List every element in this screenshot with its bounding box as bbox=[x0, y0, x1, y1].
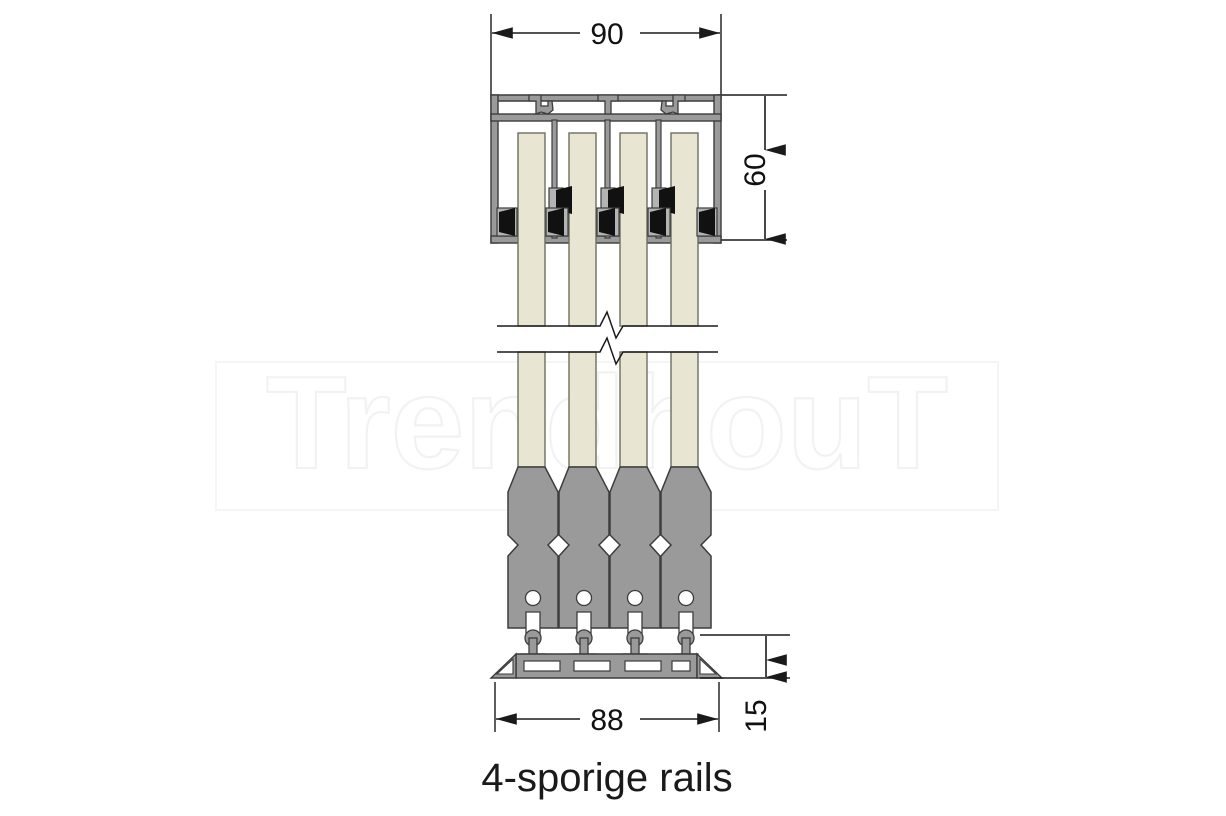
panel-4 bbox=[670, 132, 699, 468]
break-line bbox=[497, 310, 718, 366]
dimension-width-bottom: 88 bbox=[494, 682, 720, 737]
carrier-3 bbox=[609, 466, 661, 634]
watermark: TrendhouT bbox=[215, 348, 999, 511]
roller-lower-3 bbox=[647, 207, 671, 237]
drawing-caption: 4-sporige rails bbox=[481, 756, 732, 800]
dimension-label-90: 90 bbox=[590, 18, 623, 51]
carrier-4 bbox=[660, 466, 712, 634]
carrier-hole-3 bbox=[626, 589, 644, 607]
top-rail-hook-right bbox=[660, 94, 686, 115]
roller-assembly-group bbox=[496, 186, 718, 237]
carrier-hole-4 bbox=[677, 589, 695, 607]
carrier-group bbox=[507, 466, 712, 634]
top-rail-rib-2 bbox=[604, 119, 611, 239]
top-rail-hook-left bbox=[528, 94, 554, 115]
dimension-height-bottom-rail: 15 bbox=[700, 634, 790, 733]
dimension-label-15: 15 bbox=[740, 699, 773, 732]
roller-lower-1 bbox=[545, 207, 569, 237]
panel-2 bbox=[568, 132, 597, 468]
dimension-width-top: 90 bbox=[490, 14, 722, 100]
panel-3 bbox=[619, 132, 648, 468]
watermark-text: TrendhouT bbox=[266, 349, 948, 496]
carrier-hole-2 bbox=[575, 589, 593, 607]
bottom-rail-profile bbox=[489, 652, 724, 679]
carrier-2 bbox=[558, 466, 610, 634]
break-line-lower bbox=[497, 336, 718, 366]
top-rail-center-tee bbox=[597, 94, 619, 115]
roller-lower-4 bbox=[696, 207, 718, 237]
dimension-height-rail: 60 bbox=[717, 94, 787, 245]
break-line-upper bbox=[497, 310, 718, 340]
carrier-1 bbox=[507, 466, 559, 634]
panel-1 bbox=[517, 132, 546, 468]
top-rail-rib-1 bbox=[551, 119, 558, 239]
dimension-label-88: 88 bbox=[590, 704, 623, 737]
carrier-hole-1 bbox=[524, 589, 542, 607]
dimension-label-60: 60 bbox=[739, 153, 772, 186]
panel-group bbox=[517, 132, 699, 468]
roller-lower-2 bbox=[596, 207, 620, 237]
top-rail-rib-3 bbox=[655, 119, 662, 239]
roller-lower-0 bbox=[496, 207, 518, 237]
